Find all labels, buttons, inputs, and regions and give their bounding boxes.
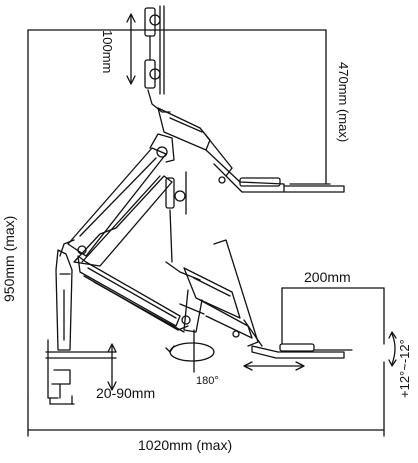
slide-arrow [243, 361, 305, 371]
dimension-lines [27, 29, 385, 437]
max-height-label: 470mm (max) [336, 62, 351, 143]
overall-height-label: 950mm (max) [1, 215, 17, 302]
desk-clamp-label: 20-90mm [96, 385, 156, 401]
desk-clamp [45, 249, 117, 405]
rotation-label: 180° [196, 375, 219, 387]
keyboard-tilt-label: +12°~-12° [397, 339, 412, 398]
vesa-height-arrow [126, 13, 136, 85]
rotation-arrow [165, 329, 215, 373]
main-arm [59, 133, 175, 267]
lowered-workstation [165, 171, 353, 359]
max-reach-label: 1020mm (max) [138, 437, 233, 453]
keyboard-depth-label: 200mm [304, 269, 351, 285]
vesa-height-label: 100mm [100, 30, 115, 74]
tilt-arc [388, 331, 397, 367]
raised-workstation [144, 5, 345, 193]
